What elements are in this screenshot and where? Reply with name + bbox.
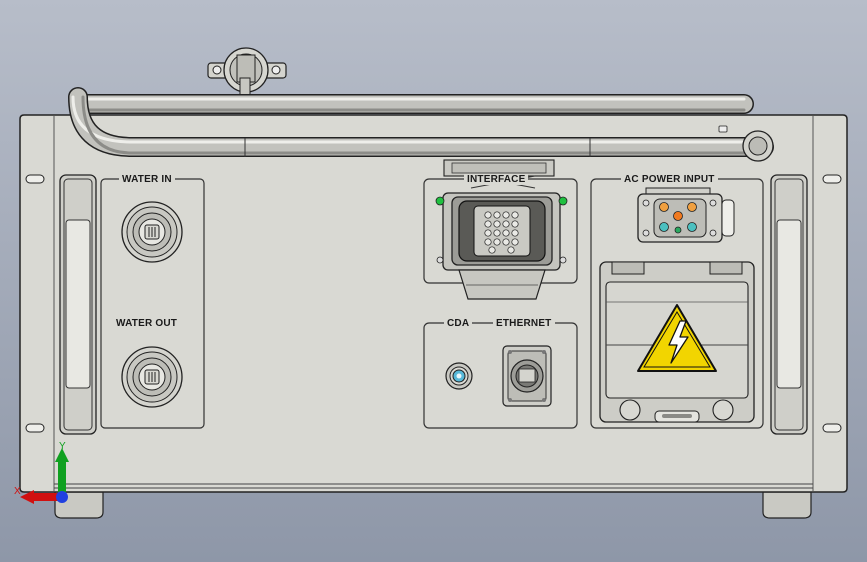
right-foot [762,491,812,519]
ac-power-input-label: AC POWER INPUT [621,174,718,185]
interface-led-right [558,196,568,206]
ac-power-connector[interactable] [637,187,735,243]
pipe-clamp [207,47,287,99]
tube-bulkhead-fitting [718,125,774,162]
interface-label: INTERFACE [464,174,529,185]
coordinate-triad-icon [20,448,69,504]
y-axis-label: Y [59,441,66,452]
water-in-label: WATER IN [119,174,175,185]
right-handle[interactable] [770,174,808,435]
high-voltage-warning-icon [637,304,717,372]
water-out-label: WATER OUT [113,318,181,329]
lower-tube [68,87,774,157]
cda-fitting[interactable] [445,362,473,390]
water-in-fitting[interactable] [121,201,183,263]
x-axis-label: X [14,486,21,497]
upper-tube [78,94,754,114]
cda-label: CDA [444,318,473,329]
rack-mount-slots [25,174,842,433]
interface-led-left [435,196,445,206]
ethernet-port[interactable] [502,345,552,407]
interface-connector[interactable] [435,192,568,300]
water-out-fitting[interactable] [121,346,183,408]
ethernet-label: ETHERNET [493,318,555,329]
left-handle[interactable] [59,174,97,435]
